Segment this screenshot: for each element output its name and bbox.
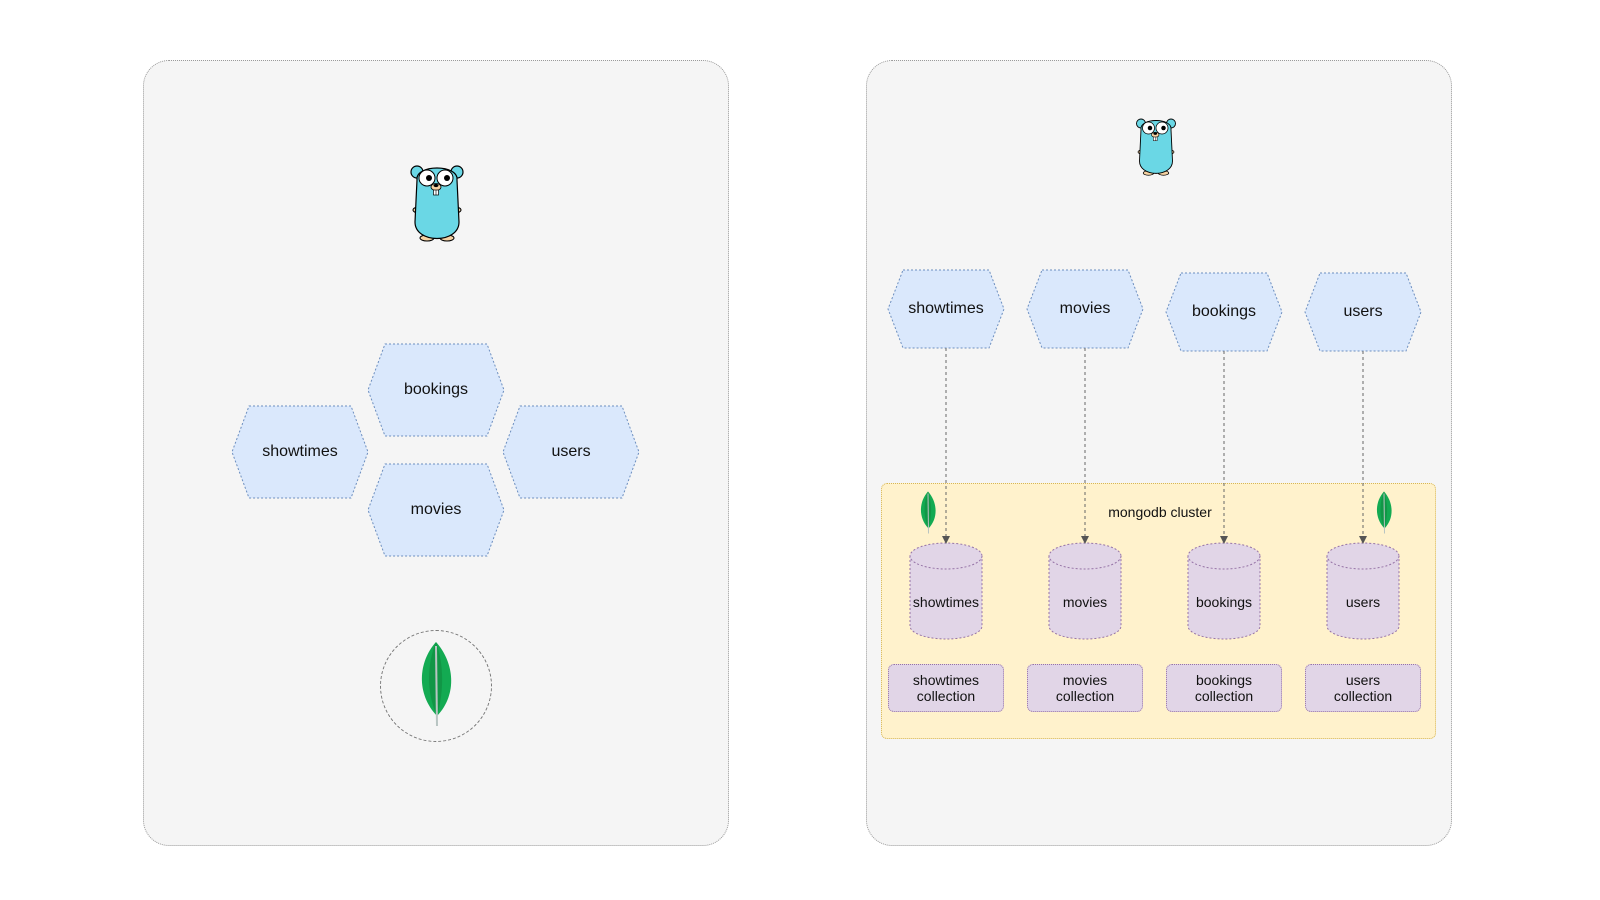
- gopher-mascot-icon: [405, 160, 469, 249]
- hexagon-service-showtimes: showtimes: [887, 269, 1005, 349]
- hexagon-service-movies: movies: [367, 463, 505, 557]
- service-label: movies: [1059, 300, 1111, 317]
- hexagon-service-showtimes: showtimes: [231, 405, 369, 499]
- database-cylinder-movies: movies: [1048, 542, 1122, 640]
- mongodb-database-circle: [380, 630, 492, 742]
- service-label: bookings: [403, 381, 469, 398]
- collection-box-users: users collection: [1305, 664, 1421, 712]
- collection-box-showtimes: showtimes collection: [888, 664, 1004, 712]
- mongodb-leaf-icon: [917, 490, 939, 539]
- service-label: showtimes: [262, 443, 338, 460]
- service-label: showtimes: [908, 300, 984, 317]
- database-cylinder-showtimes: showtimes: [909, 542, 983, 640]
- hexagon-service-users: users: [1304, 272, 1422, 352]
- mongodb-leaf-icon: [1373, 490, 1395, 539]
- hexagon-service-users: users: [502, 405, 640, 499]
- collection-box-movies: movies collection: [1027, 664, 1143, 712]
- collection-box-bookings: bookings collection: [1166, 664, 1282, 712]
- service-label: users: [1343, 303, 1383, 320]
- database-label: showtimes: [912, 594, 980, 610]
- hexagon-service-bookings: bookings: [1165, 272, 1283, 352]
- hexagon-service-movies: movies: [1026, 269, 1144, 349]
- cluster-label: mongodb cluster: [1108, 504, 1212, 520]
- database-label: users: [1345, 594, 1381, 610]
- gopher-mascot-icon: [1132, 114, 1180, 183]
- service-label: movies: [410, 501, 462, 518]
- service-label: bookings: [1191, 303, 1257, 320]
- database-cylinder-bookings: bookings: [1187, 542, 1261, 640]
- database-label: bookings: [1195, 594, 1253, 610]
- database-cylinder-users: users: [1326, 542, 1400, 640]
- database-label: movies: [1062, 594, 1108, 610]
- service-label: users: [551, 443, 591, 460]
- mongodb-leaf-icon: [414, 640, 458, 731]
- hexagon-service-bookings: bookings: [367, 343, 505, 437]
